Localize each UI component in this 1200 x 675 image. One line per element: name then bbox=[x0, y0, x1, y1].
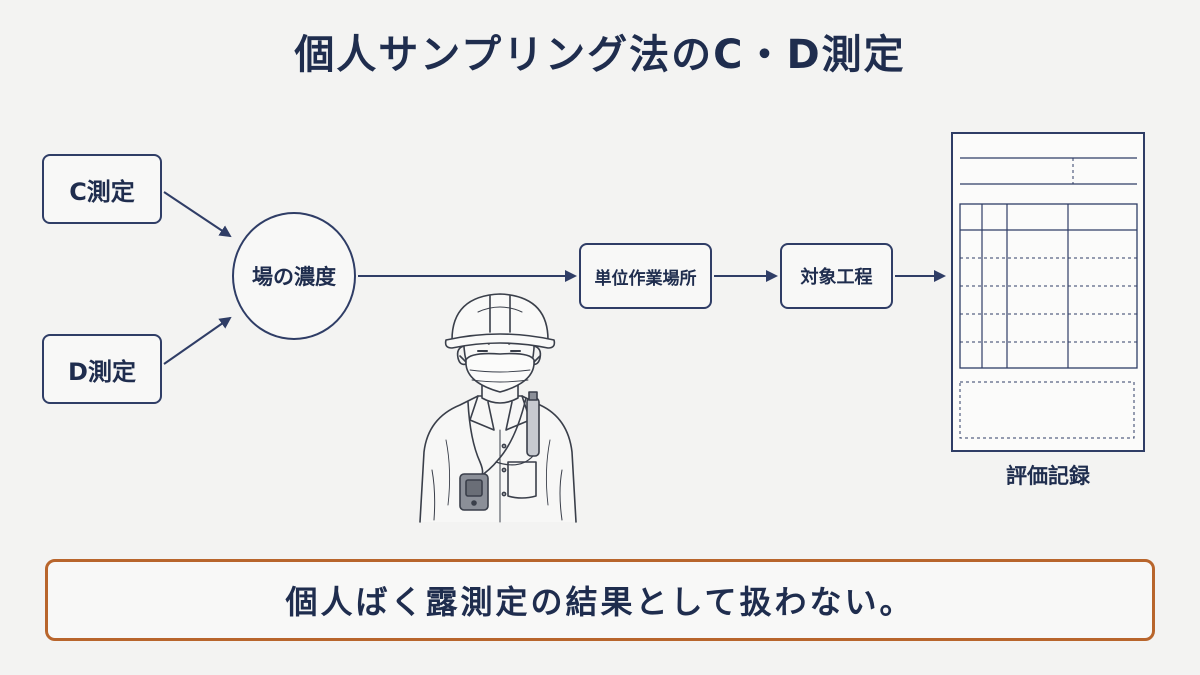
d-measurement-box: D測定 bbox=[42, 334, 162, 404]
evaluation-record-label: 評価記録 bbox=[1006, 464, 1090, 488]
field-concentration-circle: 場の濃度 bbox=[232, 212, 356, 340]
note-banner: 個人ばく露測定の結果として扱わない。 bbox=[45, 559, 1155, 641]
unit-workplace-box: 単位作業場所 bbox=[579, 243, 712, 309]
target-process-box: 対象工程 bbox=[780, 243, 893, 309]
c-measurement-box: C測定 bbox=[42, 154, 162, 224]
page-title: 個人サンプリング法のC・D測定 bbox=[294, 32, 906, 78]
arrow-d-to-field bbox=[163, 316, 232, 365]
arrow-c-to-field bbox=[163, 191, 232, 238]
